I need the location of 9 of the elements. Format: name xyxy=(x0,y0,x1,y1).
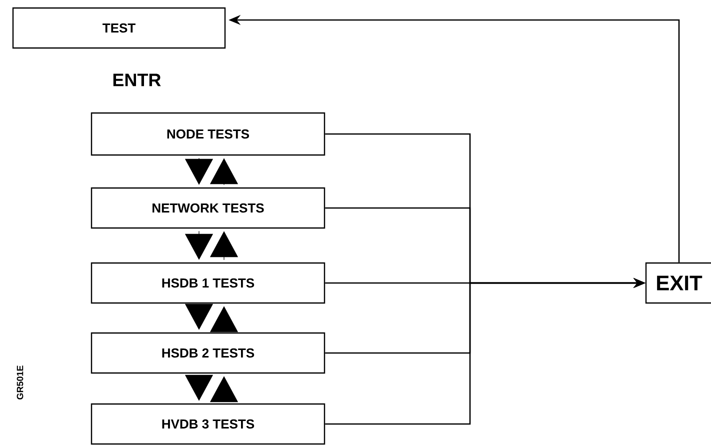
process-box: NODE TESTS xyxy=(90,112,326,156)
process-box: NETWORK TESTS xyxy=(90,187,326,229)
figure-code: GR501E xyxy=(16,366,24,400)
process-box: HVDB 3 TESTS xyxy=(90,403,326,445)
process-box: HSDB 1 TESTS xyxy=(90,262,326,304)
exit-box: EXIT xyxy=(645,262,711,304)
process-box: TEST xyxy=(12,7,226,49)
process-box: HSDB 2 TESTS xyxy=(90,332,326,374)
heading: ENTR xyxy=(113,74,161,86)
